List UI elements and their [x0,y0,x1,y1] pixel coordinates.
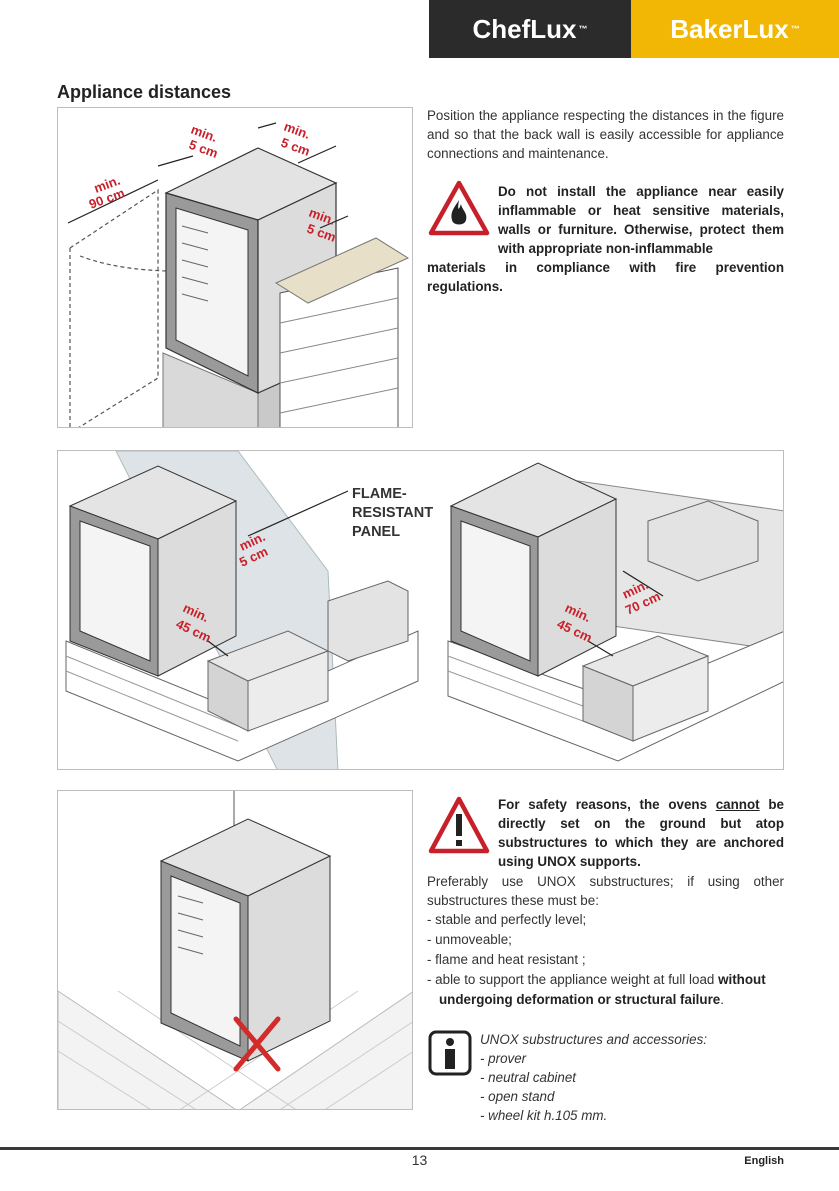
language-label: English [744,1155,784,1167]
ground-warning-part1: For safety reasons, the ovens [498,797,716,812]
info-item: - neutral cabinet [480,1070,577,1085]
trademark: ™ [578,24,588,34]
info-title: UNOX substructures and accessories: [480,1032,707,1047]
trademark: ™ [790,24,800,34]
ground-warning-part2: be directly set on the ground but atop s… [498,797,784,869]
requirement-item: - able to support the appliance weight a… [427,970,784,1010]
requirement-item: - stable and perfectly level; [427,912,587,927]
fire-warning-text: Do not install the appliance near easily… [498,184,784,256]
figure-distances-wall: min. 5 cm min. 5 cm min. 90 cm min. 5 cm [57,107,413,428]
info-item: - open stand [480,1089,555,1104]
oven-floor-illustration [58,791,412,1109]
fire-warning-text-continued: materials in compliance with fire preven… [427,260,784,294]
requirements-list: - stable and perfectly level; - unmoveab… [427,910,784,1010]
panel-label-line: RESISTANT [352,505,434,521]
figure-distances-fryer: min. 5 cm min. 45 cm min. 45 cm min. 70 … [57,450,784,770]
info-icon [428,1030,472,1076]
flame-resistant-panel-label: FLAME- RESISTANT PANEL [352,485,433,542]
intro-text: Position the appliance respecting the di… [427,108,784,161]
fire-warning-icon [428,180,490,236]
page-number: 13 [411,1152,428,1168]
brand-bakerlux-text: BakerLux [670,13,789,44]
footer-divider [0,1147,839,1150]
ground-warning-text: For safety reasons, the ovens cannot be … [498,795,784,871]
panel-label-line: FLAME- [352,486,407,502]
oven-fryer-illustration: min. 5 cm min. 45 cm min. 45 cm min. 70 … [65,451,783,769]
exclamation-warning-icon [428,796,490,854]
page-title: Appliance distances [57,82,232,102]
substructures-intro: Preferably use UNOX substructures; if us… [427,874,784,908]
requirement-normal: - able to support the appliance weight a… [427,972,719,987]
oven-wall-illustration: min. 5 cm min. 5 cm min. 90 cm min. 5 cm [67,119,410,427]
requirement-item: - unmoveable; [427,932,512,947]
requirement-item: - flame and heat resistant ; [427,952,586,967]
info-block: UNOX substructures and accessories: - pr… [480,1030,780,1125]
requirement-end: . [720,992,724,1007]
info-item: - wheel kit h.105 mm. [480,1108,608,1123]
ground-warning-underlined: cannot [715,797,760,812]
figure-oven-on-floor [57,790,413,1110]
requirement-bold: without undergoing deformation or struct… [439,972,766,1007]
panel-label-line: PANEL [352,524,401,540]
brand-cheflux-text: ChefLux [472,13,577,44]
info-item: - prover [480,1051,527,1066]
